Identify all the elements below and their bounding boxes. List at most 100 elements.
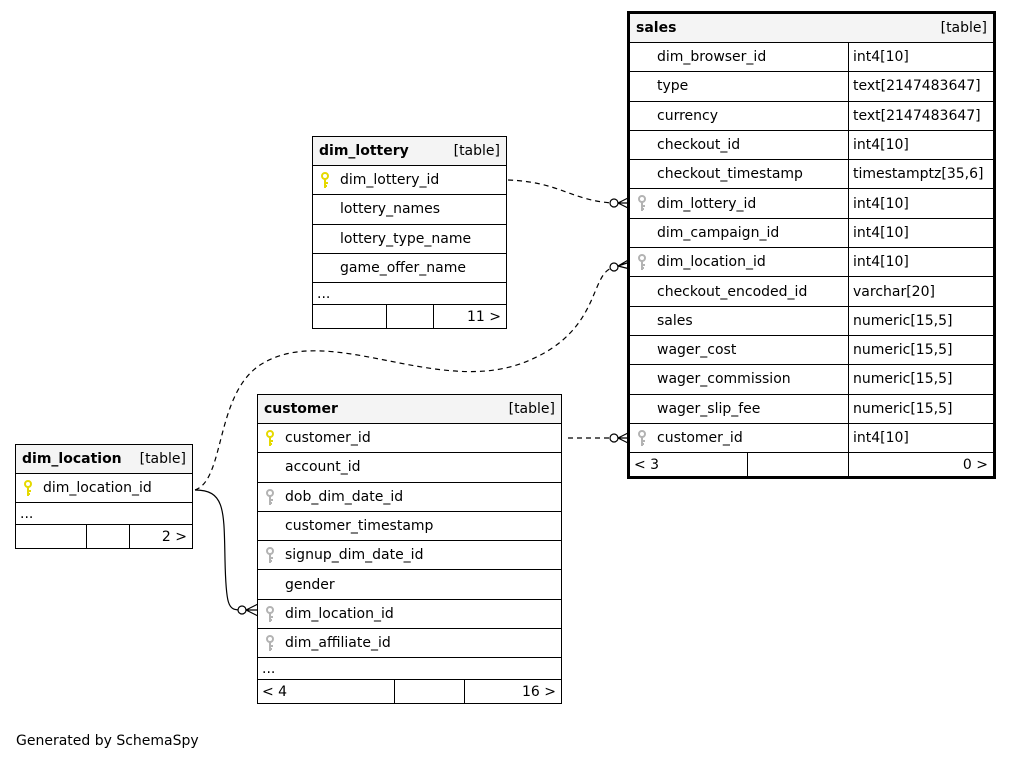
column-type: int4[10] [848, 218, 993, 248]
column-row[interactable]: game_offer_name [313, 254, 506, 284]
column-name-cell: checkout_timestamp [630, 160, 848, 188]
column-name: dim_affiliate_id [285, 635, 391, 652]
column-type: numeric[15,5] [848, 306, 993, 335]
column-row[interactable]: customer_id int4[10] [630, 423, 993, 454]
column-row[interactable]: customer_timestamp [258, 512, 561, 542]
column-row[interactable]: signup_dim_date_id [258, 541, 561, 571]
footer-rows [87, 525, 130, 549]
column-name: checkout_timestamp [657, 166, 803, 183]
rel-dim-lottery-to-sales[interactable] [507, 179, 613, 204]
table-footer: < 3 0 > [630, 453, 993, 477]
footer-parents[interactable]: < 4 [258, 680, 395, 704]
column-row[interactable]: dim_location_id [16, 474, 192, 504]
foreign-key-icon [266, 547, 274, 564]
table-name: customer [264, 401, 338, 417]
column-name-cell: lottery_names [313, 195, 506, 223]
crowfoot-marker [245, 603, 259, 617]
primary-key-icon [266, 430, 274, 446]
column-name-cell: checkout_encoded_id [630, 277, 848, 305]
column-name: customer_id [657, 430, 743, 446]
primary-key-icon [24, 480, 32, 496]
footer-rows [748, 453, 849, 477]
primary-key-icon [321, 172, 329, 188]
more-columns-ellipsis: ... [16, 503, 192, 526]
column-type: text[2147483647] [848, 72, 993, 101]
column-row[interactable]: dim_location_id int4[10] [630, 248, 993, 278]
rel-dim-location-to-customer[interactable] [194, 489, 241, 611]
column-name-cell: dim_location_id [630, 248, 848, 276]
column-row[interactable]: lottery_type_name [313, 225, 506, 254]
column-name: wager_slip_fee [657, 400, 761, 417]
table-dim-location[interactable]: dim_location [table] dim_location_id ...… [15, 444, 193, 550]
table-name: dim_lottery [319, 143, 409, 159]
footer-rows [387, 305, 434, 329]
column-row[interactable]: checkout_encoded_id varchar[20] [630, 277, 993, 307]
column-type: int4[10] [848, 248, 993, 277]
footer-parents[interactable]: < 3 [630, 453, 748, 477]
table-name: dim_location [22, 451, 122, 467]
column-name-cell: dim_affiliate_id [258, 629, 561, 657]
column-name: gender [285, 576, 335, 593]
foreign-key-icon [266, 488, 274, 505]
footer-parents [16, 525, 87, 549]
column-name: dim_lottery_id [340, 172, 440, 189]
column-name: wager_commission [657, 371, 791, 388]
foreign-key-icon [638, 254, 646, 271]
column-row[interactable]: dim_affiliate_id [258, 629, 561, 659]
column-type: timestamptz[35,6] [848, 160, 993, 189]
column-name: customer_timestamp [285, 518, 434, 535]
column-name: dim_browser_id [657, 49, 767, 66]
column-type: text[2147483647] [848, 101, 993, 130]
footer-children: 0 > [962, 456, 988, 473]
column-row[interactable]: checkout_timestamp timestamptz[35,6] [630, 160, 993, 190]
column-row[interactable]: dim_location_id [258, 600, 561, 630]
column-name: dim_lottery_id [657, 195, 757, 212]
column-row[interactable]: lottery_names [313, 195, 506, 225]
column-name-cell: gender [258, 570, 561, 598]
column-name: game_offer_name [340, 260, 466, 277]
column-name-cell: dim_location_id [16, 474, 192, 502]
column-name-cell: sales [630, 307, 848, 335]
column-row[interactable]: gender [258, 570, 561, 600]
table-header: customer [table] [258, 395, 561, 424]
column-name: dob_dim_date_id [285, 488, 404, 505]
table-kind: [table] [508, 401, 555, 417]
column-row[interactable]: dim_lottery_id [313, 166, 506, 196]
column-name: checkout_encoded_id [657, 283, 808, 300]
table-header: dim_lottery [table] [313, 137, 506, 166]
footer-children[interactable]: 16 > [522, 683, 556, 700]
footer-rows [395, 680, 465, 704]
column-name: type [657, 78, 689, 95]
column-type: int4[10] [848, 423, 993, 453]
more-columns-ellipsis: ... [258, 658, 561, 681]
footer-children[interactable]: 2 > [161, 528, 187, 545]
column-name: dim_location_id [657, 254, 766, 271]
column-row[interactable]: customer_id [258, 424, 561, 454]
column-name: dim_location_id [285, 605, 394, 622]
column-type: varchar[20] [848, 277, 993, 306]
zero-marker [237, 605, 247, 615]
column-row[interactable]: account_id [258, 453, 561, 483]
column-row[interactable]: type text[2147483647] [630, 72, 993, 102]
table-name: sales [636, 20, 677, 36]
column-name-cell: wager_commission [630, 365, 848, 393]
footer-children[interactable]: 11 > [467, 308, 501, 325]
foreign-key-icon [266, 605, 274, 622]
column-name-cell: customer_timestamp [258, 512, 561, 540]
column-name: signup_dim_date_id [285, 547, 424, 564]
column-name-cell: checkout_id [630, 131, 848, 159]
column-row[interactable]: dob_dim_date_id [258, 483, 561, 512]
